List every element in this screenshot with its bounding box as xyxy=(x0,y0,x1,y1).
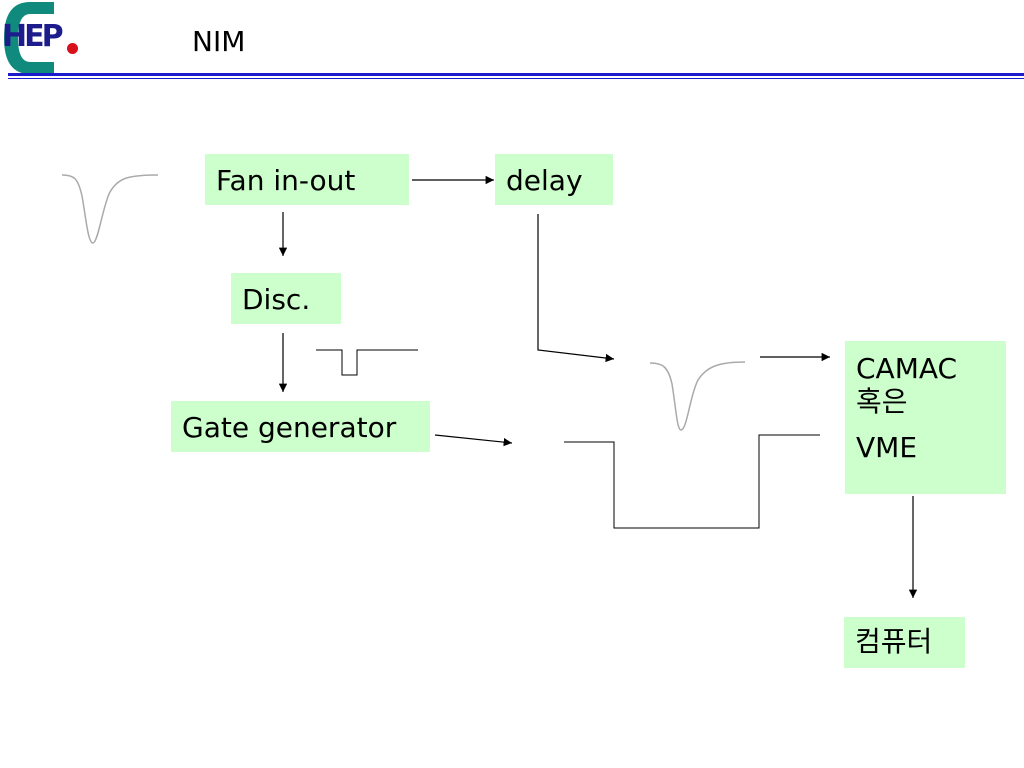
node-disc: Disc. xyxy=(231,273,341,324)
node-camac-line1: CAMAC xyxy=(856,352,958,385)
node-disc-label: Disc. xyxy=(242,283,311,316)
arrow-delay-to-camac xyxy=(537,214,615,363)
input-pulse-waveform xyxy=(61,174,159,244)
delayed-pulse-waveform xyxy=(649,361,746,431)
logo-dot xyxy=(67,43,78,54)
node-computer: 컴퓨터 xyxy=(844,617,965,668)
arrow-gate-to-camac xyxy=(434,434,513,447)
node-gate-generator: Gate generator xyxy=(171,401,430,452)
title-rule xyxy=(8,73,1024,76)
gate-signal-waveform xyxy=(564,434,820,529)
logo-c-shape xyxy=(4,2,54,74)
node-delay-label: delay xyxy=(506,164,583,197)
node-camac-line3: VME xyxy=(856,431,918,464)
slide-title: NIM xyxy=(192,25,246,58)
logic-pulse-waveform xyxy=(316,349,418,376)
node-computer-label: 컴퓨터 xyxy=(855,625,933,658)
node-camac-vme: CAMAC 혹은 VME xyxy=(845,341,1006,494)
node-gate-generator-label: Gate generator xyxy=(182,411,397,444)
logo-text: HEP xyxy=(2,19,64,54)
node-delay: delay xyxy=(495,154,613,205)
node-fan-in-out: Fan in-out xyxy=(205,154,409,205)
hep-logo: HEP xyxy=(0,0,90,78)
title-rule-thin xyxy=(8,78,1024,79)
node-fan-in-out-label: Fan in-out xyxy=(216,164,356,197)
node-camac-line2: 혹은 xyxy=(856,385,908,418)
